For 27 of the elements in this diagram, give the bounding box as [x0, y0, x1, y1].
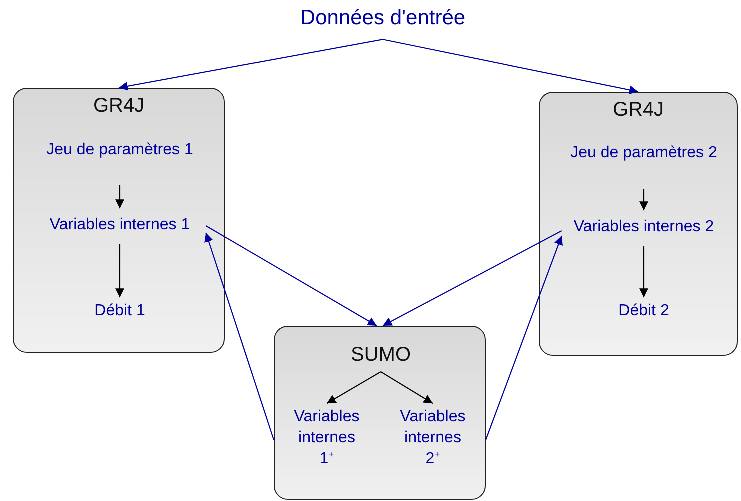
variable-label: Variables internes 1$^{+}$ [291, 408, 363, 470]
variable-label: Variables internes 2 [574, 218, 714, 238]
variable-label: Variables internes 1 [50, 216, 190, 236]
arrow [206, 226, 378, 326]
input-label: Données d'entrée [300, 4, 466, 32]
arrow [382, 39, 639, 95]
arrow [204, 232, 275, 440]
variable-label: Jeu de paramètres 1 [46, 140, 194, 162]
arrow [640, 246, 648, 298]
arrow [116, 185, 124, 209]
variable-label: Débit 2 [618, 302, 670, 322]
variable-label: Débit 1 [94, 302, 146, 322]
box-title: SUMO [351, 342, 411, 368]
box-title: GR4J [92, 95, 146, 118]
arrow [382, 230, 562, 326]
arrow [640, 189, 648, 211]
arrow [116, 244, 124, 298]
arrow [485, 236, 563, 440]
box-title: GR4J [612, 99, 666, 122]
arrow [326, 372, 382, 404]
model-box [13, 88, 225, 353]
model-box [539, 92, 738, 356]
arrow [118, 39, 384, 91]
model-box [274, 326, 486, 500]
arrow [380, 372, 434, 404]
variable-label: Variables internes 2$^{+}$ [397, 408, 469, 470]
variable-label: Jeu de paramètres 2 [570, 144, 718, 164]
